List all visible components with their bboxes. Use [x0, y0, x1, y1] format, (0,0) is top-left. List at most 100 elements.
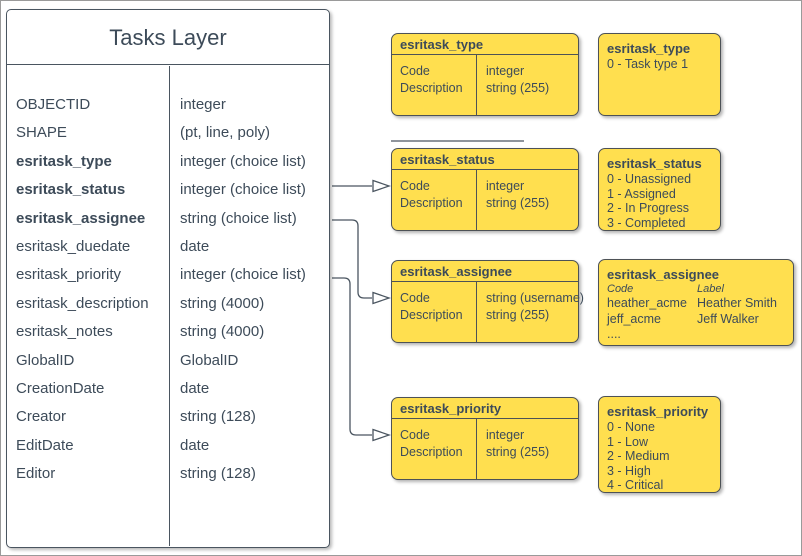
table-row: SHAPE (pt, line, poly) [7, 119, 329, 147]
field-name: SHAPE [16, 124, 67, 142]
field-name: esritask_type [16, 152, 112, 170]
legend-line: 4 - Critical [607, 478, 664, 492]
domain-field-types: integer string (255) [486, 63, 549, 97]
legend-line: 1 - Assigned [607, 186, 676, 201]
field-name: EditDate [16, 436, 74, 454]
field-type: integer (choice list) [180, 266, 306, 284]
legend-line: 1 - Low [607, 434, 648, 449]
field-name: Creator [16, 408, 67, 426]
connector-priority [332, 277, 372, 436]
legend-line: 2 - Medium [607, 449, 670, 463]
legend-line: 0 - Task type 1 [607, 57, 689, 71]
table-row: OBJECTID integer [7, 91, 329, 119]
legend-line: 3 - High [607, 463, 651, 478]
domain-field-name: Code [400, 64, 430, 78]
legend-line: 0 - Unassigned [607, 172, 692, 186]
domain-field-type: integer [486, 64, 525, 78]
domain-field-name: Code [400, 428, 430, 442]
legend-entry: heather_acme Heather Smith [607, 296, 785, 312]
field-type: GlobalID [180, 351, 239, 369]
field-type: string (128) [180, 408, 256, 426]
legend-line: 0 - None [607, 420, 655, 434]
field-type: integer (choice list) [180, 181, 306, 199]
domain-field-type: string (255) [486, 81, 550, 95]
table-row: Creator string (128) [7, 403, 329, 431]
legend-col-label: Label [697, 283, 724, 295]
field-name: CreationDate [16, 380, 105, 398]
table-row: CreationDate date [7, 375, 329, 403]
field-name: GlobalID [16, 351, 75, 369]
legend-box-assignee: esritask_assignee Code Label heather_acm… [598, 259, 794, 346]
field-name: esritask_notes [16, 323, 113, 341]
legend-ellipsis: .... [607, 327, 621, 341]
domain-field-name: Description [400, 445, 463, 459]
table-row: esritask_type integer (choice list) [7, 148, 329, 176]
table-row: esritask_priority integer (choice list) [7, 261, 329, 289]
legend-title: esritask_status [607, 156, 702, 171]
legend-col-code: Code [607, 283, 634, 295]
table-row: EditDate date [7, 432, 329, 460]
legend-title: esritask_priority [607, 404, 709, 419]
domain-field-name: Description [400, 196, 463, 210]
legend-title: esritask_type [607, 41, 691, 56]
field-type: string (128) [180, 465, 256, 483]
field-type: date [180, 436, 210, 454]
field-name: esritask_description [16, 294, 149, 312]
field-type: string (4000) [180, 294, 265, 312]
legend-entry: jeff_acme Jeff Walker [607, 312, 785, 328]
arrowhead-status-icon [372, 179, 391, 193]
table-row: esritask_assignee string (choice list) [7, 205, 329, 233]
field-type: integer (choice list) [180, 152, 306, 170]
table-row: esritask_duedate date [7, 233, 329, 261]
table-row: esritask_status integer (choice list) [7, 176, 329, 204]
legend-entries: heather_acme Heather Smith jeff_acme Jef… [607, 296, 785, 327]
field-type: (pt, line, poly) [180, 124, 271, 142]
table-column-divider [169, 66, 170, 546]
field-type: integer [180, 96, 226, 113]
field-name: esritask_priority [16, 266, 122, 284]
domain-field-type: string (255) [486, 445, 550, 459]
table-row: GlobalID GlobalID [7, 347, 329, 375]
legend-box-type: esritask_type 0 - Task type 1 [598, 33, 721, 116]
table-row: esritask_description string (4000) [7, 290, 329, 318]
legend-lines: 0 - Task type 1 [607, 57, 712, 72]
entry-code: heather_acme [607, 296, 687, 310]
domain-box-divider [476, 55, 477, 115]
domain-field-type: string (username) [486, 291, 584, 305]
domain-box-title: esritask_priority [392, 398, 578, 419]
field-name: esritask_status [16, 181, 126, 199]
table-row: esritask_notes string (4000) [7, 318, 329, 346]
domain-field-types: string (username)string (255) [486, 290, 584, 324]
entry-code: jeff_acme [607, 311, 661, 326]
domain-field-name: Code [400, 179, 430, 193]
table-title: Tasks Layer [7, 10, 329, 65]
domain-field-type: string (255) [486, 196, 550, 210]
domain-box-title: esritask_type [392, 34, 578, 55]
field-name: Editor [16, 465, 56, 483]
field-type: string (choice list) [180, 209, 297, 227]
domain-box-divider [476, 419, 477, 479]
legend-line: 2 - In Progress [607, 201, 689, 215]
field-type: date [180, 238, 210, 256]
legend-title: esritask_assignee [607, 267, 720, 282]
table-body: OBJECTID integer SHAPE (pt, line, poly) … [7, 65, 329, 547]
connector-assignee [332, 219, 372, 299]
table-row: Editor string (128) [7, 460, 329, 488]
legend-line: 3 - Completed [607, 215, 686, 230]
domain-field-name: Code [400, 291, 430, 305]
domain-box-title: esritask_assignee [392, 261, 578, 282]
